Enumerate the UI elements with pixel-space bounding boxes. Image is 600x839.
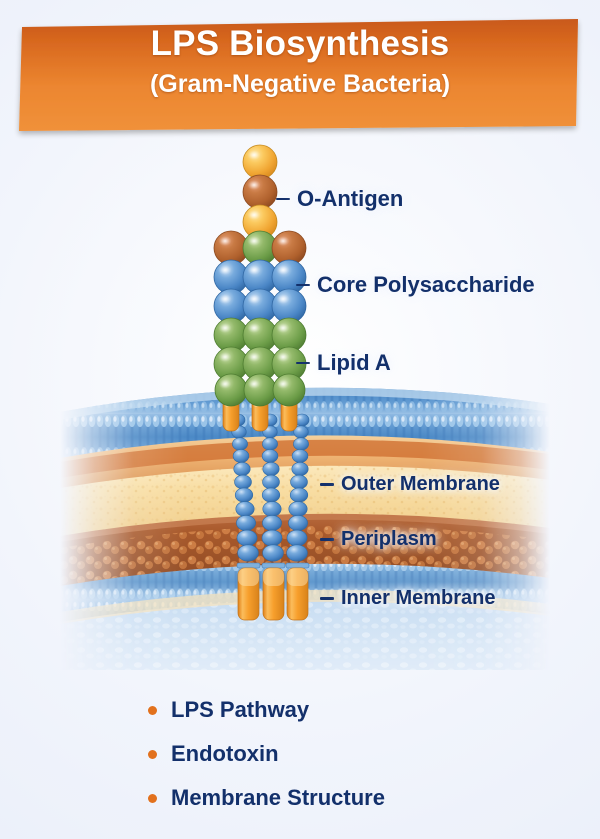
header-banner: LPS Biosynthesis (Gram-Negative Bacteria… [0,0,600,140]
outer-membrane-top-edge [60,387,550,420]
bullet-endotoxin-text: Endotoxin [171,741,279,766]
core-row-1 [213,230,307,266]
label-inner-membrane: Inner Membrane [320,587,495,610]
transmembrane-chain-2 [261,413,286,621]
label-periplasm: Periplasm [320,528,437,551]
list-item: Membrane Structure [148,776,385,820]
core-row-3 [213,288,307,324]
keyword-list: LPS Pathway Endotoxin Membrane Structure [148,688,385,820]
lipid-a-row-3 [214,373,306,407]
leader-dash-icon [296,361,310,365]
label-outer-membrane: Outer Membrane [320,473,500,496]
banner-shape [19,19,578,131]
leader-dash-icon [320,483,334,486]
label-o-antigen: O-Antigen [276,186,403,212]
bullet-dot-icon [148,705,157,715]
list-item: Endotoxin [148,732,385,776]
bullet-lps-pathway-text: LPS Pathway [171,697,310,722]
lps-sphere-stack [213,144,307,407]
leader-dash-icon [320,538,334,541]
o-antigen-spheres [242,144,278,240]
transmembrane-chains [230,413,310,621]
label-outer-membrane-text: Outer Membrane [341,473,500,495]
cytoplasm-texture [60,589,550,700]
leader-dash-icon [320,597,334,600]
bullet-membrane-structure-text: Membrane Structure [171,785,385,810]
core-row-2 [213,259,307,295]
label-lipid-a-text: Lipid A [317,350,391,375]
transmembrane-chain-3 [285,413,310,621]
label-core-polysaccharide-text: Core Polysaccharide [317,272,535,297]
leader-dash-icon [296,283,310,287]
outer-membrane-rust-line [60,439,550,478]
inner-membrane-bottom-edge [60,589,550,624]
label-lipid-a: Lipid A [296,350,391,376]
bullet-dot-icon [148,793,157,803]
bullet-dot-icon [148,749,157,759]
label-periplasm-text: Periplasm [341,528,437,550]
lipid-a-row-2 [213,346,307,382]
label-inner-membrane-text: Inner Membrane [341,587,496,609]
label-core-polysaccharide: Core Polysaccharide [296,272,535,298]
leader-dash-icon [276,197,290,201]
label-o-antigen-text: O-Antigen [297,186,404,211]
list-item: LPS Pathway [148,688,385,732]
